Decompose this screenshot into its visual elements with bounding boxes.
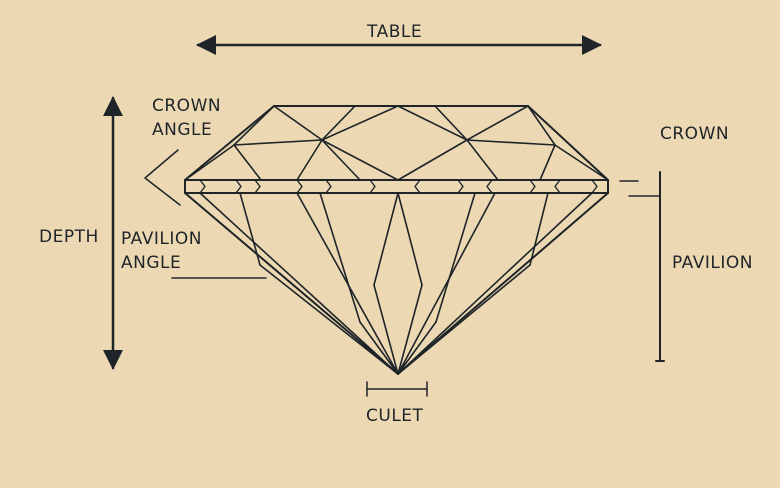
depth-label: DEPTH	[39, 227, 99, 247]
crown-facets	[184, 105, 609, 181]
culet-bracket	[366, 381, 428, 397]
table-label: TABLE	[367, 22, 423, 42]
crown-angle-label-line1: CROWN	[152, 96, 222, 116]
crown-label: CROWN	[660, 124, 730, 144]
pavilion-angle-label: PAVILION ANGLE	[121, 227, 202, 275]
diamond-outline	[184, 105, 609, 375]
culet-label: CULET	[366, 406, 424, 426]
crown-angle-label: CROWN ANGLE	[152, 94, 221, 142]
pavilion-label: PAVILION	[672, 253, 753, 273]
crown-pavilion-bracket	[619, 171, 665, 362]
crown-angle-label-line2: ANGLE	[152, 120, 213, 140]
girdle-facets	[199, 179, 598, 194]
pavilion-angle-label-line1: PAVILION	[121, 229, 202, 249]
crown-angle-indicator	[144, 149, 181, 206]
pavilion-facets	[199, 192, 593, 375]
pavilion-angle-label-line2: ANGLE	[121, 253, 182, 273]
